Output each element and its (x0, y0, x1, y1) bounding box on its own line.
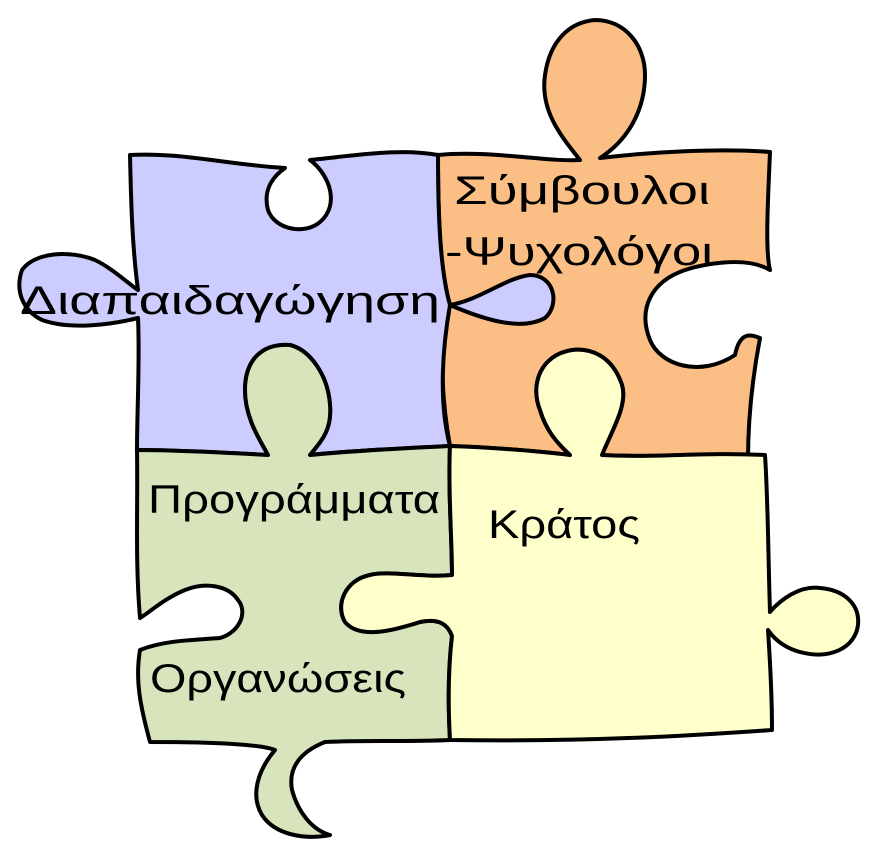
label-programmata: Προγράμματα (148, 478, 440, 522)
label-organoseis: Οργανώσεις (150, 657, 406, 701)
label-diapaidagogisi: Διαπαιδαγώγηση (20, 279, 440, 323)
label-symvouloi-line1: Σύμβουλοι (454, 169, 710, 213)
label-symvouloi-line2: -Ψυχολόγοι (445, 230, 713, 274)
label-kratos: Κράτος (488, 503, 640, 547)
puzzle-piece-kratos (339, 347, 861, 743)
